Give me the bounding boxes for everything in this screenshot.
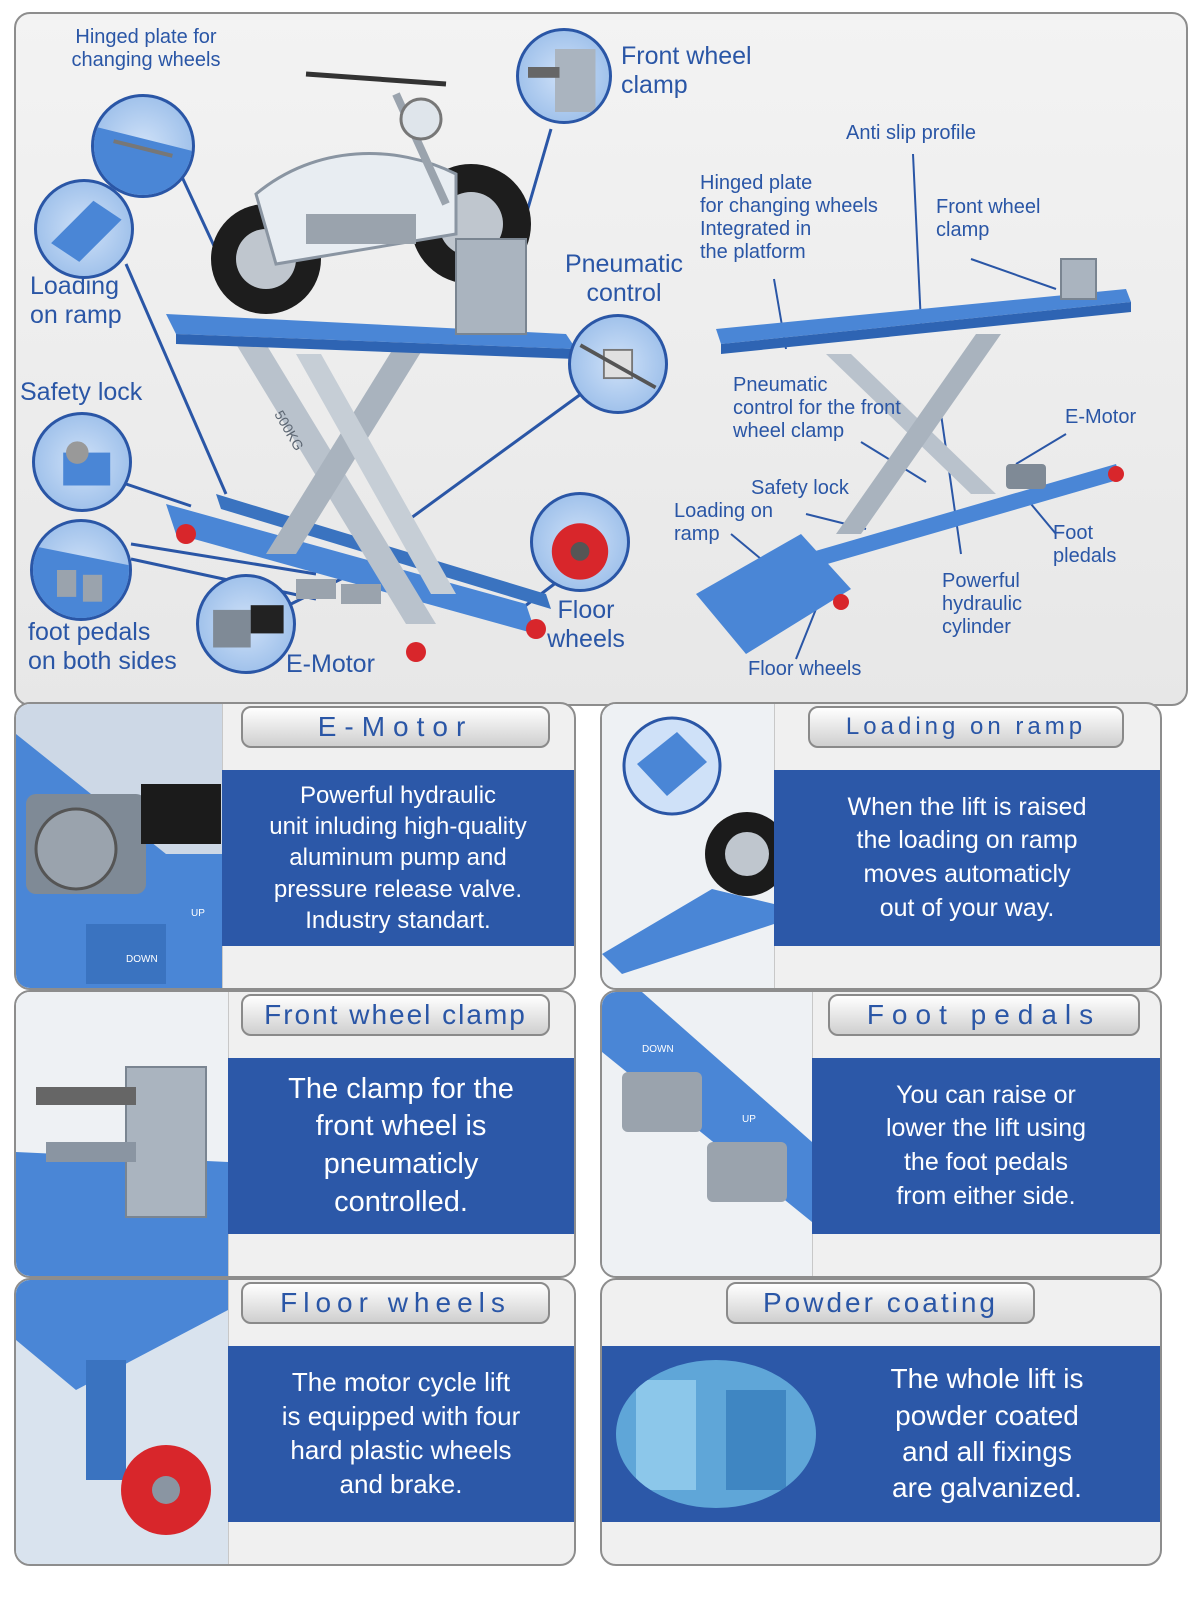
pedal-down-label: DOWN xyxy=(126,954,158,965)
card-title: E-Motor xyxy=(241,706,550,748)
card-powder-coating: Powder coating The whole lift is powder … xyxy=(600,1278,1162,1566)
pedal-up-label: UP xyxy=(191,908,205,919)
pneumatic-control-detail xyxy=(568,314,668,414)
card-description: The motor cycle lift is equipped with fo… xyxy=(228,1346,574,1522)
callout-anti-slip: Anti slip profile xyxy=(846,122,977,144)
callout-safety-lock: Safety lock xyxy=(20,378,143,406)
card-description: The clamp for the front wheel is pneumat… xyxy=(228,1058,574,1234)
front-wheel-clamp-photo xyxy=(16,992,229,1276)
callout-pneumatic-control: Pneumatic control xyxy=(564,250,684,307)
card-title: Foot pedals xyxy=(828,994,1140,1036)
card-front-wheel-clamp: Front wheel clamp The clamp for the fron… xyxy=(14,990,576,1278)
hero-panel: 500KG xyxy=(14,12,1188,706)
powder-coating-banner: The whole lift is powder coated and all … xyxy=(602,1346,1160,1522)
foot-pedals-detail xyxy=(30,519,132,621)
powder-booth-image xyxy=(616,1360,816,1508)
loading-ramp-photo xyxy=(602,704,789,988)
pedal-down-label: DOWN xyxy=(642,1044,674,1055)
safety-lock-detail xyxy=(32,412,132,512)
callout-foot-pedals-right: Foot pledals xyxy=(1053,522,1117,567)
e-motor-detail xyxy=(196,574,296,674)
floor-wheel-detail xyxy=(530,492,630,592)
pedal-up-label: UP xyxy=(742,1114,756,1125)
card-foot-pedals: DOWN UP Foot pedals You can raise or low… xyxy=(600,990,1162,1278)
callout-floor-wheels-right: Floor wheels xyxy=(748,658,862,680)
e-motor-photo: DOWN UP xyxy=(16,704,223,988)
card-floor-wheels: Floor wheels The motor cycle lift is equ… xyxy=(14,1278,576,1566)
callout-safety-lock-right: Safety lock xyxy=(751,477,849,499)
card-description: The whole lift is powder coated and all … xyxy=(890,1363,1084,1504)
card-e-motor: DOWN UP E-Motor Powerful hydraulic unit … xyxy=(14,702,576,990)
callout-e-motor-right: E-Motor xyxy=(1065,406,1137,428)
front-wheel-clamp-detail xyxy=(516,28,612,124)
card-loading-ramp: Loading on ramp When the lift is raised … xyxy=(600,702,1162,990)
callout-hydraulic-cylinder: Powerful hydraulic cylinder xyxy=(942,570,1023,638)
callout-loading-ramp-right: Loading on ramp xyxy=(674,500,773,545)
hinged-plate-detail xyxy=(91,94,195,198)
card-description: When the lift is raised the loading on r… xyxy=(774,770,1160,946)
card-description: Powerful hydraulic unit inluding high-qu… xyxy=(222,770,574,946)
callout-front-wheel-clamp-right: Front wheel clamp xyxy=(936,196,1041,241)
callout-pneumatic-control-right: Pneumatic control for the front wheel cl… xyxy=(733,374,901,442)
callout-floor-wheels: Floor wheels xyxy=(547,596,625,653)
card-description: You can raise or lower the lift using th… xyxy=(812,1058,1160,1234)
callout-hinged-plate: Hinged plate for changing wheels xyxy=(71,26,221,71)
foot-pedals-photo: DOWN UP xyxy=(602,992,813,1276)
card-title: Floor wheels xyxy=(241,1282,550,1324)
lift-side-illustration xyxy=(696,258,1131,654)
motorcycle-lift-illustration: 500KG xyxy=(166,71,576,662)
callout-front-wheel-clamp: Front wheel clamp xyxy=(621,42,752,99)
card-title: Powder coating xyxy=(726,1282,1035,1324)
callout-hinged-plate-right: Hinged plate for changing wheels Integra… xyxy=(700,172,878,263)
floor-wheels-photo xyxy=(16,1280,229,1564)
callout-loading-ramp: Loading on ramp xyxy=(30,272,122,329)
callout-foot-pedals: foot pedals on both sides xyxy=(28,618,177,675)
callout-e-motor: E-Motor xyxy=(286,650,375,678)
card-title: Front wheel clamp xyxy=(241,994,550,1036)
card-title: Loading on ramp xyxy=(808,706,1124,748)
loading-ramp-detail xyxy=(34,179,134,279)
